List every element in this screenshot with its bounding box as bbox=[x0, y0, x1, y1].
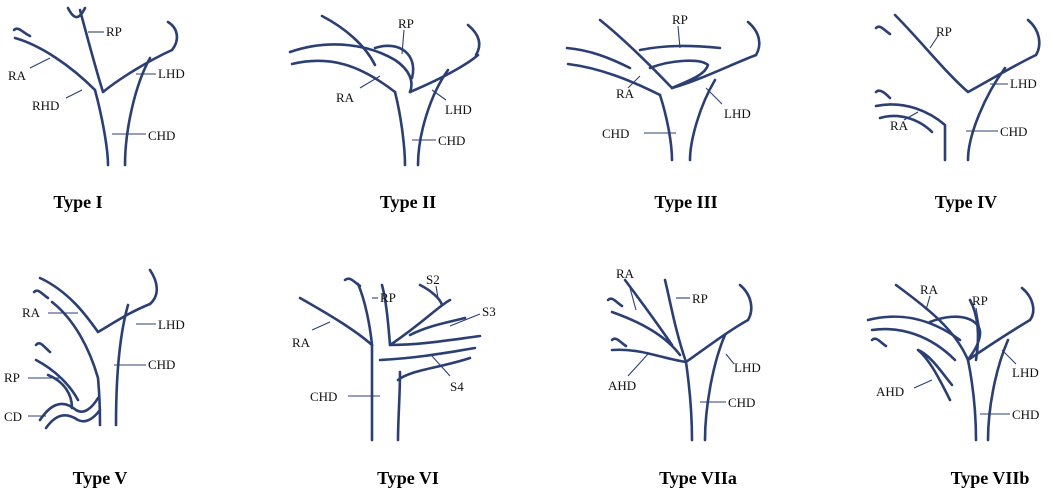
panel-type-6: RP RA S2 S3 S4 CHD Type VI bbox=[292, 272, 496, 488]
caption: Type VIIa bbox=[659, 468, 737, 488]
label-lhd: LHD bbox=[724, 106, 751, 121]
label-ahd: AHD bbox=[876, 384, 904, 399]
caption: Type IV bbox=[935, 192, 997, 212]
label-rp: RP bbox=[936, 24, 952, 39]
panel-type-5: RA LHD CHD RP CD Type V bbox=[4, 268, 185, 488]
label-lhd: LHD bbox=[158, 317, 185, 332]
label-chd: CHD bbox=[438, 133, 465, 148]
caption: Type III bbox=[654, 192, 717, 212]
label-chd: CHD bbox=[1000, 124, 1027, 139]
label-chd: CHD bbox=[148, 128, 175, 143]
label-lhd: LHD bbox=[158, 66, 185, 81]
duct-drawing bbox=[565, 18, 761, 162]
label-cd: CD bbox=[4, 409, 22, 424]
label-ra: RA bbox=[616, 266, 635, 281]
label-rhd: RHD bbox=[32, 98, 59, 113]
panel-type-1: RP RA RHD LHD CHD Type I bbox=[8, 6, 185, 212]
label-lhd: LHD bbox=[1010, 76, 1037, 91]
label-ra: RA bbox=[616, 86, 635, 101]
duct-drawing bbox=[874, 13, 1041, 162]
caption: Type I bbox=[53, 192, 102, 212]
caption: Type VI bbox=[377, 468, 439, 488]
label-ra: RA bbox=[890, 118, 909, 133]
label-s3: S3 bbox=[482, 304, 496, 319]
label-ra: RA bbox=[22, 305, 41, 320]
label-ahd: AHD bbox=[608, 378, 636, 393]
duct-drawing bbox=[32, 268, 159, 430]
caption: Type VIIb bbox=[951, 468, 1030, 488]
label-rp: RP bbox=[972, 293, 988, 308]
label-rp: RP bbox=[692, 291, 708, 306]
label-chd: CHD bbox=[602, 126, 629, 141]
label-lhd: LHD bbox=[1012, 365, 1039, 380]
label-chd: CHD bbox=[728, 395, 755, 410]
label-chd: CHD bbox=[310, 389, 337, 404]
label-rp: RP bbox=[398, 16, 414, 31]
caption: Type V bbox=[73, 468, 128, 488]
label-lhd: LHD bbox=[445, 102, 472, 117]
label-rp: RP bbox=[4, 370, 20, 385]
label-lhd: LHD bbox=[734, 360, 761, 375]
label-ra: RA bbox=[8, 68, 27, 83]
panel-type-2: RP RA LHD CHD Type II bbox=[288, 14, 481, 212]
label-chd: CHD bbox=[148, 357, 175, 372]
label-s2: S2 bbox=[426, 272, 440, 287]
label-ra: RA bbox=[336, 90, 355, 105]
duct-drawing bbox=[288, 14, 481, 167]
label-s4: S4 bbox=[450, 379, 464, 394]
duct-drawing bbox=[606, 278, 753, 442]
duct-drawing bbox=[298, 277, 482, 442]
duct-drawing bbox=[866, 283, 1035, 442]
caption: Type II bbox=[380, 192, 436, 212]
label-ra: RA bbox=[292, 335, 311, 350]
panel-type-7a: RA RP LHD AHD CHD Type VIIa bbox=[606, 266, 761, 488]
duct-drawing bbox=[12, 6, 179, 167]
panel-type-4: RP LHD RA CHD Type IV bbox=[874, 13, 1041, 212]
panel-type-8: RA RP LHD AHD CHD Type VIIb bbox=[866, 282, 1039, 488]
label-rp: RP bbox=[672, 12, 688, 27]
label-rp: RP bbox=[380, 290, 396, 305]
label-chd: CHD bbox=[1012, 407, 1039, 422]
label-ra: RA bbox=[920, 282, 939, 297]
label-rp: RP bbox=[106, 24, 122, 39]
panel-type-3: RP RA LHD CHD Type III bbox=[565, 12, 761, 212]
